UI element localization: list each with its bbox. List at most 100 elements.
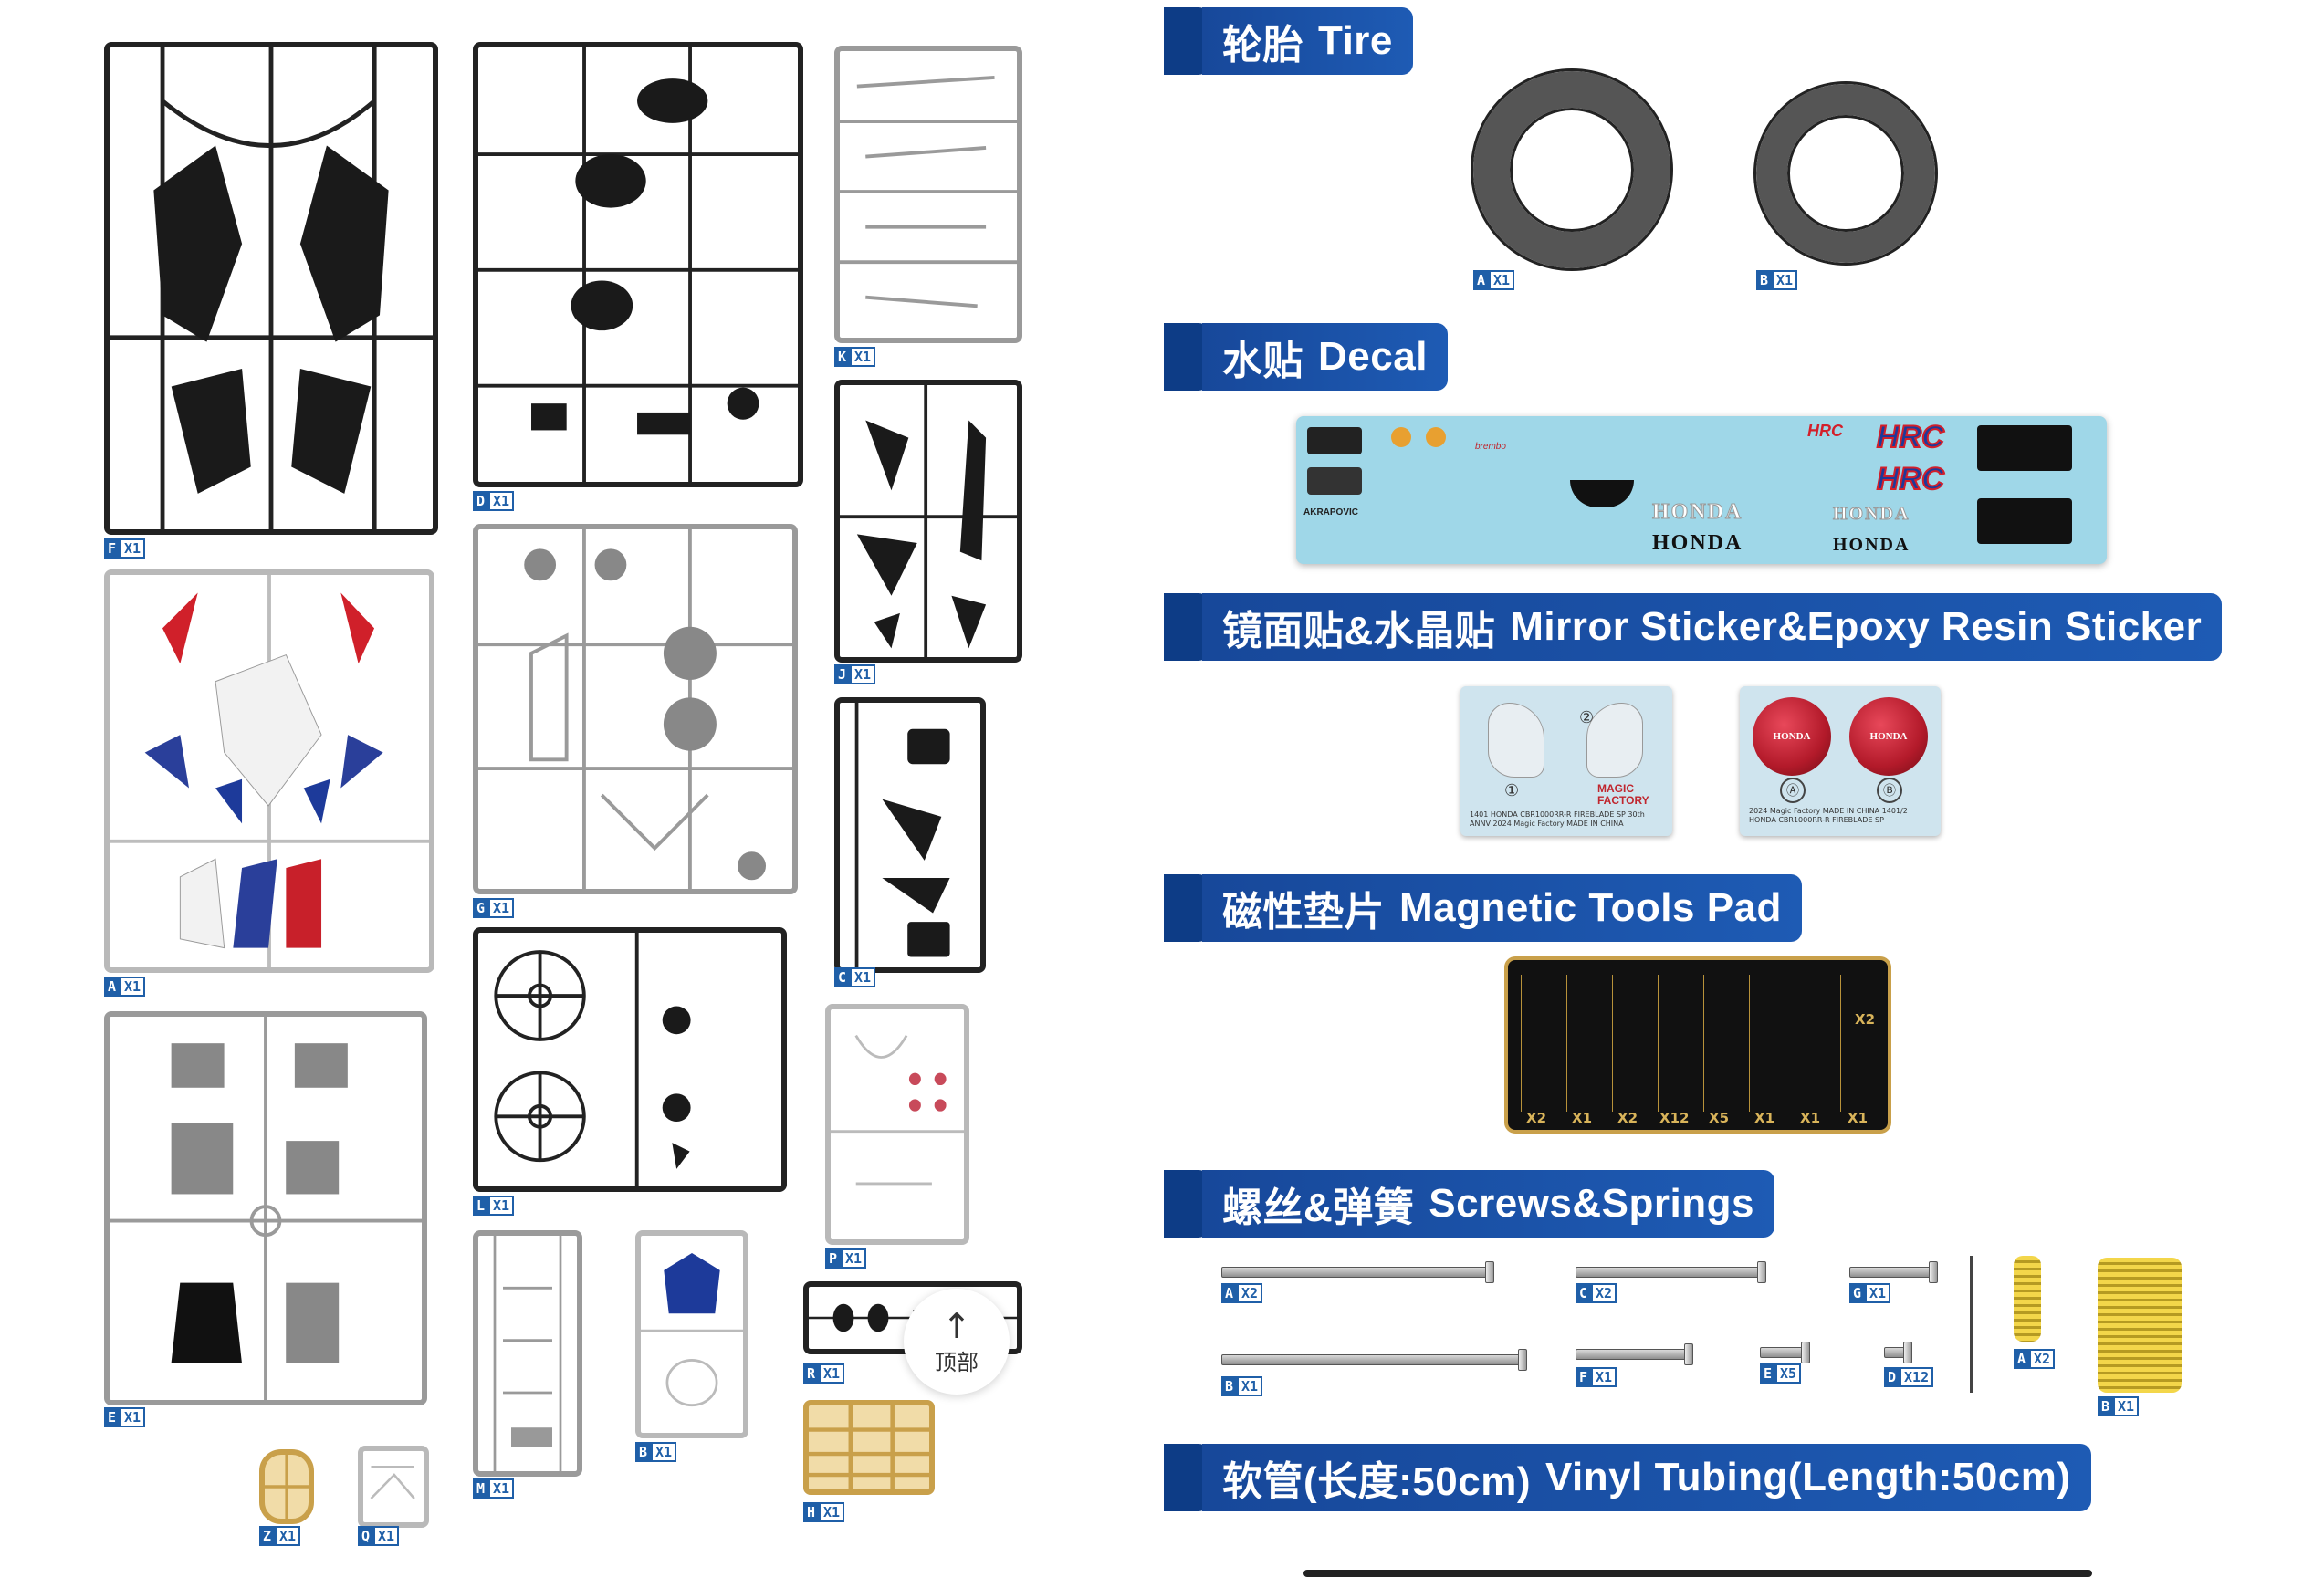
sprue-g [473, 524, 798, 894]
screw-b [1221, 1349, 1527, 1371]
epoxy-letter-b: Ⓑ [1877, 778, 1902, 803]
decal-hrc: HRC [1876, 461, 1945, 497]
banner-en: Vinyl Tubing(Length:50cm) [1545, 1455, 2071, 1499]
sprue-l [473, 927, 787, 1192]
tag-letter: A [104, 977, 120, 997]
tag-qty: X2 [1591, 1283, 1617, 1303]
tag-letter: M [473, 1478, 489, 1499]
tag-letter: G [1849, 1283, 1866, 1303]
banner-en: Screws&Springs [1429, 1181, 1754, 1226]
tag-qty: X12 [1900, 1367, 1934, 1387]
pad-cell [1749, 975, 1783, 1112]
tag-qty: X1 [850, 347, 876, 367]
tag-letter: H [803, 1502, 820, 1522]
up-arrow-icon: ↑ [942, 1305, 971, 1346]
banner-body: 轮胎 Tire [1202, 7, 1413, 75]
pad-count: X5 [1709, 1110, 1730, 1126]
tag-qty: X1 [1591, 1367, 1617, 1387]
tag-qty: X1 [275, 1526, 301, 1546]
sprue-m [473, 1230, 582, 1477]
tag-letter: R [803, 1363, 820, 1384]
tag-letter: D [1884, 1367, 1900, 1387]
pad-count: X1 [1754, 1110, 1775, 1126]
pad-count: X1 [1848, 1110, 1869, 1126]
decal-brembo: brembo [1475, 442, 1506, 452]
tag-letter: A [2014, 1349, 2030, 1369]
tag-letter: C [834, 967, 851, 987]
tag-letter: Z [259, 1526, 276, 1546]
banner-en: Tire [1318, 18, 1393, 63]
tag-qty: X1 [819, 1502, 845, 1522]
epoxy-letter-a: Ⓐ [1780, 778, 1806, 803]
back-to-top-label: 顶部 [935, 1349, 979, 1375]
tag-letter: F [1576, 1367, 1592, 1387]
tag-qty: X1 [819, 1363, 845, 1384]
magnetic-tools-pad: X2 X1 X2 X12 X5 X1 X1 X1 X2 [1504, 956, 1891, 1134]
pad-cell [1612, 975, 1646, 1112]
banner-zh: 软管(长度:50cm) [1222, 1459, 1531, 1504]
section-banner-tubing: 软管(长度:50cm) Vinyl Tubing(Length:50cm) [1164, 1444, 2091, 1511]
mirror-caption: 1401 HONDA CBR1000RR-R FIREBLADE SP 30th… [1470, 810, 1645, 828]
sprue-c [834, 697, 986, 973]
decal-honda: HONDA [1833, 535, 1910, 555]
decal-dot [1426, 427, 1446, 447]
banner-zh: 轮胎 [1222, 23, 1303, 68]
tag-letter: B [635, 1442, 652, 1462]
screw-e [1760, 1342, 1810, 1363]
pad-cell [1840, 975, 1874, 1112]
tag-qty: X1 [841, 1248, 867, 1269]
mirror-num-1: ① [1504, 781, 1520, 800]
tag-qty: X1 [488, 491, 515, 511]
mirror-sticker-left [1488, 703, 1544, 778]
banner-en: Mirror Sticker&Epoxy Resin Sticker [1510, 604, 2203, 649]
screw-d [1884, 1342, 1912, 1363]
screw-f [1576, 1343, 1693, 1365]
banner-zh: 水贴 [1222, 339, 1303, 383]
spring-a [2014, 1256, 2041, 1342]
tag-letter: C [1576, 1283, 1592, 1303]
tag-qty: X1 [2113, 1396, 2140, 1416]
tag-letter: E [1760, 1363, 1776, 1384]
decal-sheet: AKRAPOVIC brembo HRC HRC HRC HONDA HONDA… [1296, 416, 2107, 564]
banner-en: Magnetic Tools Pad [1399, 885, 1782, 930]
tag-qty: X1 [1772, 270, 1798, 290]
tag-qty: X1 [1237, 1376, 1263, 1396]
tag-letter: A [1221, 1283, 1238, 1303]
mirror-sticker-right [1586, 703, 1643, 778]
tag-qty: X5 [1775, 1363, 1802, 1384]
tag-qty: X1 [850, 967, 876, 987]
decal-plate [1307, 427, 1362, 454]
screw-c [1576, 1261, 1766, 1283]
tag-letter: Q [358, 1526, 374, 1546]
pad-count: X2 [1617, 1110, 1638, 1126]
tag-qty: X2 [1237, 1283, 1263, 1303]
sprue-d [473, 42, 803, 487]
sprue-q [358, 1446, 429, 1528]
sprue-j [834, 380, 1022, 663]
pad-count: X1 [1572, 1110, 1593, 1126]
tag-qty: X2 [2029, 1349, 2056, 1369]
back-to-top-button[interactable]: ↑ 顶部 [904, 1289, 1010, 1395]
sprue-b [635, 1230, 748, 1438]
tag-qty: X1 [488, 1196, 515, 1216]
tag-qty: X1 [120, 977, 146, 997]
decal-honda: HONDA [1651, 500, 1743, 525]
tag-letter: L [473, 1196, 489, 1216]
sprue-f [104, 42, 438, 535]
